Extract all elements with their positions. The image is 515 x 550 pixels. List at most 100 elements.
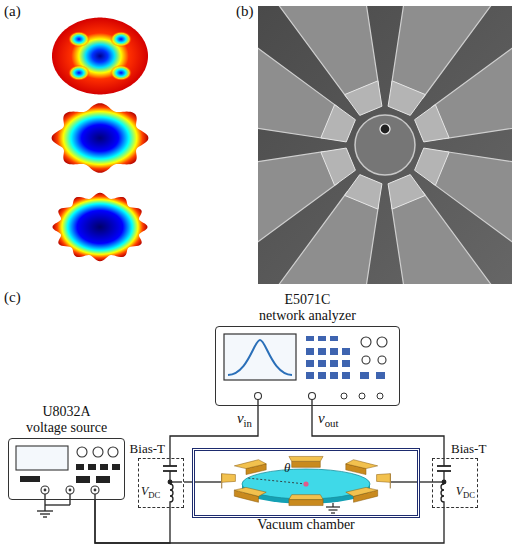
text: vin xyxy=(237,410,252,426)
signal-label: vin xyxy=(236,410,253,427)
disk-resonator xyxy=(355,115,415,175)
bias-tee-circuit xyxy=(437,465,451,467)
text: θ xyxy=(284,460,290,475)
network-analyzer-icon xyxy=(330,360,338,367)
network-analyzer-icon xyxy=(342,348,350,355)
network-analyzer-icon xyxy=(342,372,350,379)
electrode-lead xyxy=(258,151,338,284)
electrode xyxy=(289,500,323,506)
bias-tee-box: Bias-TVDC xyxy=(138,458,184,508)
electrode-lead xyxy=(391,192,512,284)
voltage-source-box: U8032Avoltage source xyxy=(8,438,125,500)
mode-lobe xyxy=(68,31,90,47)
sem-image xyxy=(258,6,512,284)
panel-label: (b) xyxy=(236,3,254,20)
network-analyzer-icon xyxy=(318,372,326,379)
voltage-source-icon xyxy=(76,476,90,483)
mode-shape-plots xyxy=(52,18,149,262)
text: (c) xyxy=(4,289,21,305)
network-analyzer-icon xyxy=(362,356,370,364)
mode-lobe xyxy=(110,31,132,47)
voltage-source-icon xyxy=(96,476,110,483)
voltage-source-icon xyxy=(44,494,45,511)
voltage-source-icon xyxy=(37,510,53,511)
network-analyzer-icon xyxy=(378,356,386,364)
voltage-source-icon xyxy=(88,464,96,470)
vacuum-chamber: Vacuum chamber xyxy=(192,448,420,518)
ground-symbol xyxy=(329,509,338,510)
text: (a) xyxy=(4,3,21,19)
electrode xyxy=(234,460,266,469)
electrode xyxy=(292,461,321,467)
network-analyzer-icon xyxy=(306,372,314,379)
electrode-lead xyxy=(258,6,379,98)
subscript: in xyxy=(244,417,252,429)
mode-shape xyxy=(52,103,149,173)
voltage-source-icon xyxy=(16,446,68,470)
electrode xyxy=(289,456,323,461)
network-analyzer-icon xyxy=(309,393,316,400)
bias-tee-circuit xyxy=(168,480,172,484)
angle-symbol: θ xyxy=(284,461,290,475)
network-analyzer-icon xyxy=(224,334,296,380)
electrode xyxy=(377,474,391,483)
wire xyxy=(184,481,192,482)
voltage-source-icon xyxy=(40,513,50,514)
bias-tee-circuit xyxy=(169,458,170,466)
text: E5071C xyxy=(285,292,331,307)
bias-tee-circuit xyxy=(163,465,177,467)
network-analyzer-icon xyxy=(318,348,326,355)
voltage-source-icon xyxy=(16,446,120,517)
subscript: DC xyxy=(463,490,475,500)
ground-symbol xyxy=(326,506,340,507)
network-analyzer-icon xyxy=(330,372,338,379)
network-analyzer-icon xyxy=(306,336,314,341)
network-analyzer-icon xyxy=(361,337,371,347)
bias-tee-circuit xyxy=(163,458,451,508)
resonator-device xyxy=(195,456,417,513)
network-analyzer-icon xyxy=(359,393,365,399)
wire xyxy=(95,500,444,543)
mode-lobe xyxy=(110,65,132,81)
text: VDC xyxy=(456,484,475,498)
symbol: v xyxy=(318,410,325,426)
electrode-pad xyxy=(321,105,356,142)
signal-label: vout xyxy=(317,410,339,427)
electrode xyxy=(346,460,378,469)
symbol: V xyxy=(141,484,148,498)
network-analyzer-icon xyxy=(255,393,262,400)
bias-tee-circuit xyxy=(442,480,446,484)
voltage-source-icon xyxy=(94,489,97,492)
network-analyzer-icon xyxy=(306,348,314,355)
text: Bias-T xyxy=(130,441,165,456)
text: (b) xyxy=(236,3,254,19)
panel-label: (c) xyxy=(4,289,21,306)
network-analyzer-icon xyxy=(377,393,383,399)
electrode-pad xyxy=(415,148,450,185)
mode-shape xyxy=(52,193,147,261)
bias-tee-circuit xyxy=(170,484,173,508)
voltage-source-icon xyxy=(112,464,120,470)
network-analyzer-icon xyxy=(318,336,326,341)
network-analyzer-icon xyxy=(330,348,338,355)
voltage-source-icon xyxy=(69,489,72,492)
text-holder: network analyzer xyxy=(186,308,429,324)
angle-line xyxy=(247,478,306,484)
subscript: DC xyxy=(148,490,160,500)
network-analyzer-icon xyxy=(341,393,347,399)
voltage-source-icon xyxy=(66,486,74,494)
electrode-pad xyxy=(388,175,425,210)
text-holder: voltage source xyxy=(0,420,134,436)
text-holder: Vacuum chamber xyxy=(195,517,417,533)
text-holder: VDC xyxy=(456,485,475,499)
electrode-pad xyxy=(345,175,382,210)
mode-shape xyxy=(52,18,148,95)
voltage-source-icon xyxy=(93,447,103,457)
electrode xyxy=(289,495,323,500)
text: vout xyxy=(318,410,338,426)
text: U8032A xyxy=(42,404,90,419)
electrode-lead xyxy=(432,6,512,139)
electrode-pad xyxy=(388,81,425,116)
